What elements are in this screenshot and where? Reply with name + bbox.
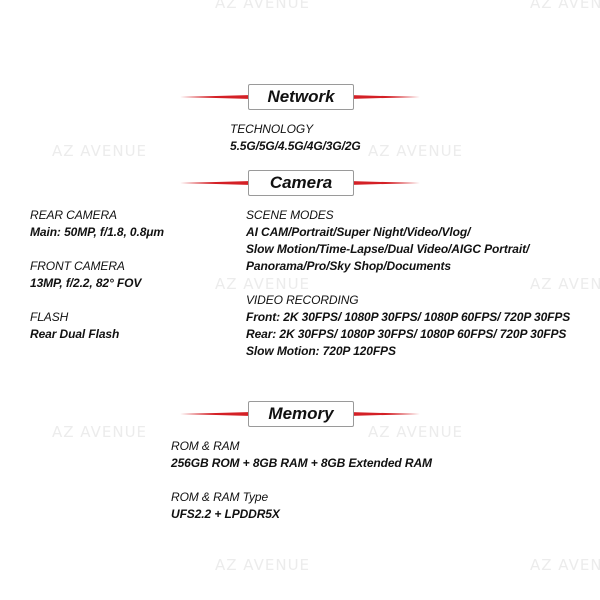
watermark: AZ AVENUE xyxy=(52,423,148,441)
rom-ram-type-value: UFS2.2 + LPDDR5X xyxy=(171,507,280,521)
technology-label: TECHNOLOGY xyxy=(230,122,314,136)
scene-modes-line: Slow Motion/Time-Lapse/Dual Video/AIGC P… xyxy=(246,242,530,256)
watermark: AZ AVENUE xyxy=(368,423,464,441)
watermark: AZ AVENUE xyxy=(368,142,464,160)
video-recording-line: Slow Motion: 720P 120FPS xyxy=(246,344,396,358)
front-camera-label: FRONT CAMERA xyxy=(30,259,125,273)
rear-camera-label: REAR CAMERA xyxy=(30,208,117,222)
rom-ram-value: 256GB ROM + 8GB RAM + 8GB Extended RAM xyxy=(171,456,432,470)
header-line-left xyxy=(180,95,252,99)
rom-ram-label: ROM & RAM xyxy=(171,439,240,453)
header-line-left xyxy=(180,181,252,185)
header-line-right xyxy=(348,181,420,185)
section-header-network: Network xyxy=(180,84,420,110)
watermark: AZ AVENUE xyxy=(530,275,600,293)
watermark: AZ AVENUE xyxy=(215,556,311,574)
header-line-left xyxy=(180,412,252,416)
scene-modes-label: SCENE MODES xyxy=(246,208,334,222)
network-technology: TECHNOLOGY 5.5G/5G/4.5G/4G/3G/2G xyxy=(230,121,361,155)
scene-modes-line: Panorama/Pro/Sky Shop/Documents xyxy=(246,259,451,273)
watermark: AZ AVENUE xyxy=(530,556,600,574)
camera-left-column: REAR CAMERA Main: 50MP, f/1.8, 0.8μm FRO… xyxy=(30,207,164,343)
section-title-network: Network xyxy=(248,84,354,110)
watermark: AZ AVENUE xyxy=(215,275,311,293)
scene-modes-line: AI CAM/Portrait/Super Night/Video/Vlog/ xyxy=(246,225,471,239)
rear-camera-value: Main: 50MP, f/1.8, 0.8μm xyxy=(30,225,165,239)
section-header-camera: Camera xyxy=(180,170,420,196)
header-line-right xyxy=(348,95,420,99)
flash-label: FLASH xyxy=(30,310,69,324)
video-recording-line: Front: 2K 30FPS/ 1080P 30FPS/ 1080P 60FP… xyxy=(246,310,571,324)
header-line-right xyxy=(348,412,420,416)
watermark: AZ AVENUE xyxy=(215,0,311,12)
section-title-memory: Memory xyxy=(248,401,354,427)
memory-specs: ROM & RAM 256GB ROM + 8GB RAM + 8GB Exte… xyxy=(171,438,432,523)
video-recording-label: VIDEO RECORDING xyxy=(246,293,359,307)
section-header-memory: Memory xyxy=(180,401,420,427)
watermark: AZ AVENUE xyxy=(530,0,600,12)
section-title-camera: Camera xyxy=(248,170,354,196)
technology-value: 5.5G/5G/4.5G/4G/3G/2G xyxy=(230,139,361,153)
flash-value: Rear Dual Flash xyxy=(30,327,120,341)
front-camera-value: 13MP, f/2.2, 82° FOV xyxy=(30,276,142,290)
video-recording-line: Rear: 2K 30FPS/ 1080P 30FPS/ 1080P 60FPS… xyxy=(246,327,567,341)
watermark: AZ AVENUE xyxy=(52,142,148,160)
camera-right-column: SCENE MODES AI CAM/Portrait/Super Night/… xyxy=(246,207,570,360)
rom-ram-type-label: ROM & RAM Type xyxy=(171,490,269,504)
